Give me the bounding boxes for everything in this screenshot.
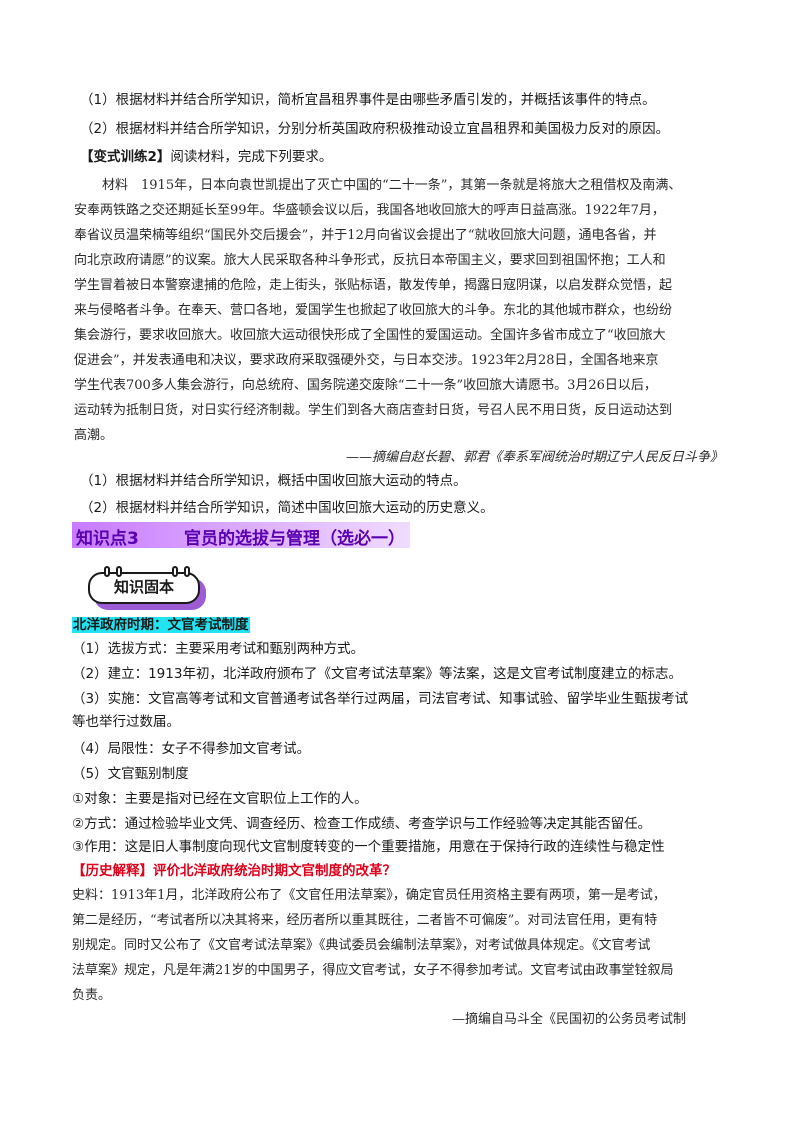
- content-line: （4）局限性：女子不得参加文官考试。: [72, 741, 311, 757]
- binder-ring-icon: [172, 566, 178, 577]
- question-1: （1）根据材料并结合所学知识，简析宜昌租界事件是由哪些矛盾引发的，并概括该事件的…: [80, 92, 656, 108]
- exercise-instruction: 阅读材料，完成下列要求。: [170, 149, 333, 165]
- exercise-tag: 【变式训练2】: [80, 149, 171, 165]
- material-line: 奉省议员温荣楠等组织“国民外交后援会”，并于12月向省议会提出了“就收回旅大问题…: [74, 228, 657, 243]
- material-line: 学生代表700多人集会游行，向总统府、国务院递交废除“二十一条”收回旅大请愿书。…: [74, 378, 657, 393]
- material-line: 促进会”，并发表通电和决议，要求政府采取强硬外交，与日本交涉。1923年2月28…: [74, 353, 659, 368]
- content-line: ①对象：主要是指对已经在文官职位上工作的人。: [72, 791, 368, 807]
- knowledge-point-number: 知识点3: [76, 529, 139, 549]
- source-line: 第二是经历，“考试者所以决其将来，经历者所以重其既往，二者皆不可偏废”。对司法官…: [72, 913, 658, 928]
- content-line: （2）建立：1913年初，北洋政府颁布了《文官考试法草案》等法案，这是文官考试制…: [72, 666, 682, 682]
- knowledge-badge: 知识固本: [88, 566, 216, 612]
- history-explain-tag: 【历史解释】: [72, 863, 153, 879]
- exercise-question-1: （1）根据材料并结合所学知识，概括中国收回旅大运动的特点。: [80, 473, 467, 489]
- content-line: （1）选拔方式：主要采用考试和甄别两种方式。: [72, 641, 365, 657]
- source-line: 负责。: [72, 988, 112, 1003]
- binder-ring-icon: [104, 566, 110, 577]
- material-line: 材料 1915年，日本向袁世凯提出了灭亡中国的“二十一条”，其第一条就是将旅大之…: [102, 178, 682, 193]
- knowledge-point-heading: 知识点3 官员的选拔与管理（选必一）: [72, 522, 410, 549]
- content-line: ③作用：这是旧人事制度向现代文官制度转变的一个重要措施，用意在于保持行政的连续性…: [72, 839, 665, 855]
- exercise-question-2: （2）根据材料并结合所学知识，简述中国收回旅大运动的历史意义。: [80, 500, 494, 516]
- source-line: 史料：1913年1月，北洋政府公布了《文官任用法草案》，确定官员任用资格主要有两…: [72, 888, 666, 903]
- content-line: （5）文官甄别制度: [72, 766, 189, 782]
- material-source: ——摘编自赵长碧、郭君《奉系军阀统治时期辽宁人民反日斗争》: [346, 450, 724, 465]
- section-title: 北洋政府时期：文官考试制度: [72, 617, 250, 633]
- binder-ring-icon: [116, 566, 122, 577]
- question-2: （2）根据材料并结合所学知识，分别分析英国政府积极推动设立宜昌租界和美国极力反对…: [80, 121, 670, 137]
- knowledge-point-title: 官员的选拔与管理（选必一）: [184, 529, 405, 549]
- history-explain-heading: 【历史解释】评价北洋政府统治时期文官制度的改革？: [72, 862, 396, 880]
- badge-label: 知识固本: [88, 572, 200, 604]
- material-line: 来与侵略者斗争。在奉天、营口各地，爱国学生也掀起了收回旅大的斗争。东北的其他城市…: [74, 303, 673, 318]
- history-explain-question: 评价北洋政府统治时期文官制度的改革？: [153, 863, 396, 879]
- source-citation: —摘编自马斗全《民国初的公务员考试制: [452, 1012, 687, 1027]
- material-line: 向北京政府请愿”的议案。旅大人民采取各种斗争形式，反抗日本帝国主义，要求回到祖国…: [74, 253, 666, 268]
- material-line: 学生冒着被日本警察逮捕的危险，走上街头，张贴标语，散发传单，揭露日寇阴谋，以启发…: [74, 278, 673, 293]
- material-line: 运动转为抵制日货，对日实行经济制裁。学生们到各大商店查封日货，号召人民不用日货，…: [74, 403, 673, 418]
- material-line: 集会游行，要求收回旅大。收回旅大运动很快形成了全国性的爱国运动。全国许多省市成立…: [74, 328, 666, 343]
- binder-ring-icon: [184, 566, 190, 577]
- content-line: ②方式：通过检验毕业文凭、调查经历、检查工作成绩、考查学识与工作经验等决定其能否…: [72, 816, 652, 832]
- exercise-heading: 【变式训练2】阅读材料，完成下列要求。: [80, 148, 332, 166]
- content-line: 等也举行过数届。: [72, 714, 180, 730]
- source-line: 法草案》规定，凡是年满21岁的中国男子，得应文官考试，女子不得参加考试。文官考试…: [72, 963, 674, 978]
- material-line: 安奉两铁路之交还期延长至99年。华盛顿会议以后，我国各地收回旅大的呼声日益高涨。…: [74, 203, 665, 218]
- content-line: （3）实施：文官高等考试和文官普通考试各举行过两届，司法官考试、知事试验、留学毕…: [72, 691, 689, 707]
- source-line: 别规定。同时又公布了《文官考试法草案》《典试委员会编制法草案》，对考试做具体规定…: [72, 938, 651, 953]
- material-line: 高潮。: [74, 428, 114, 443]
